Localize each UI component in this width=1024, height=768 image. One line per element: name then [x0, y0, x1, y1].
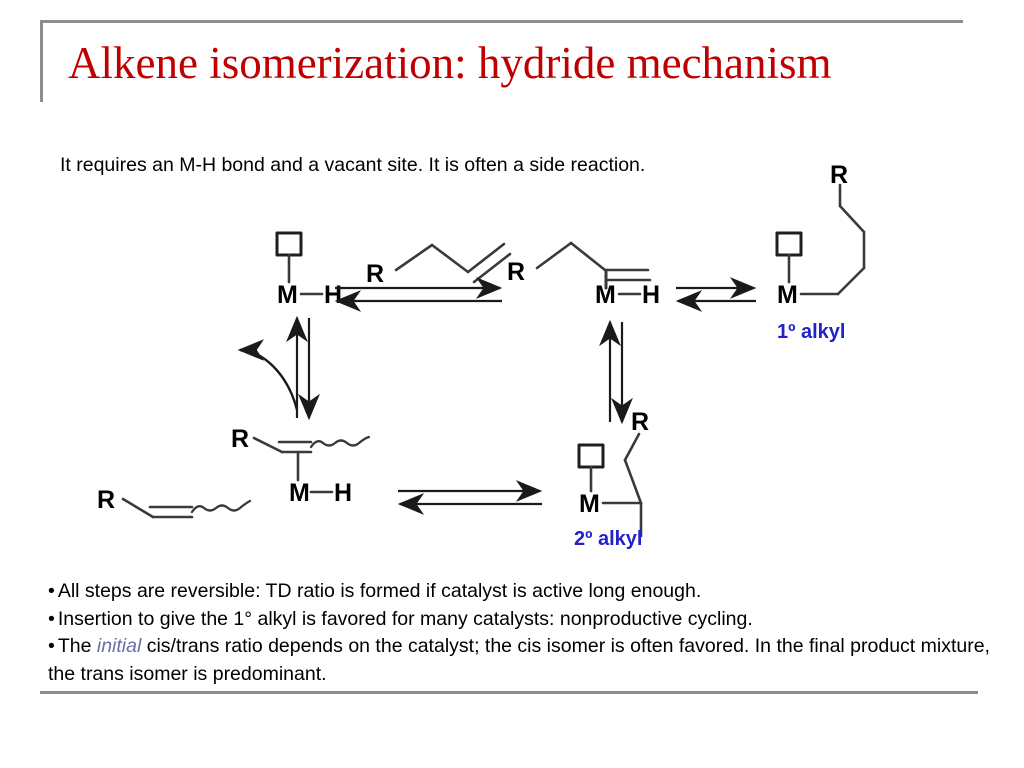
- atom-label-r-group: R: [830, 161, 848, 189]
- arrow-mid-right: [599, 319, 633, 425]
- slide-frame-top-rule: [40, 20, 963, 23]
- list-item: •The initial cis/trans ratio depends on …: [48, 633, 1000, 688]
- atom-label-hydride: H: [324, 281, 342, 309]
- atom-label-metal: M: [777, 281, 798, 309]
- bullet-marker: •: [48, 607, 55, 630]
- atom-label-metal: M: [595, 281, 616, 309]
- atom-label-r-group: R: [231, 425, 249, 453]
- arrow-dissociation: [237, 339, 299, 411]
- primary-alkyl-label: 1º alkyl: [777, 321, 845, 343]
- slide-frame-left-rule: [40, 20, 43, 102]
- bullet-text-cont: cis/trans ratio depends on the catalyst;…: [48, 635, 990, 685]
- bullet-emphasis: initial: [96, 635, 142, 657]
- page-title: Alkene isomerization: hydride mechanism: [68, 38, 832, 88]
- list-item: •All steps are reversible: TD ratio is f…: [48, 578, 1000, 606]
- arrow-top-left: [334, 277, 503, 312]
- reaction-scheme: M H R R M H M R M R R M H R 1º alkyl 2º …: [0, 160, 1024, 560]
- arrow-top-right: [675, 277, 757, 312]
- intro-text: It requires an M-H bond and a vacant sit…: [60, 154, 646, 176]
- bullet-marker: •: [48, 580, 55, 602]
- atom-label-metal: M: [579, 490, 600, 518]
- arrow-mid-left: [286, 315, 320, 421]
- bullet-text: All steps are reversible: TD ratio is fo…: [57, 580, 702, 602]
- secondary-alkyl-label: 2º alkyl: [574, 528, 642, 550]
- list-item: •Insertion to give the 1° alkyl is favor…: [48, 606, 1000, 634]
- atom-label-hydride: H: [642, 281, 660, 309]
- arrow-bottom: [397, 480, 543, 515]
- atom-label-metal: M: [277, 281, 298, 309]
- bullet-list: •All steps are reversible: TD ratio is f…: [48, 578, 1000, 688]
- atom-label-r-group: R: [507, 258, 525, 286]
- atom-label-r-group: R: [97, 486, 115, 514]
- atom-label-r-group: R: [631, 408, 649, 436]
- atom-label-metal: M: [289, 479, 310, 507]
- bullet-marker: •: [48, 635, 55, 657]
- atom-label-hydride: H: [334, 479, 352, 507]
- atom-label-r-group: R: [366, 260, 384, 288]
- bullet-text: Insertion to give the 1° alkyl is favore…: [57, 607, 753, 630]
- slide-frame-bottom-rule: [40, 691, 978, 694]
- bullet-text: The: [57, 635, 97, 657]
